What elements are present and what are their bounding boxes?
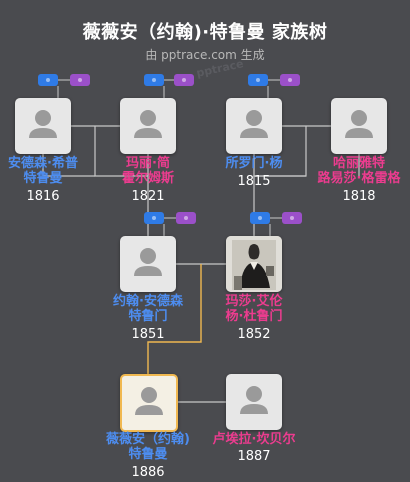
expand-mother-button[interactable] bbox=[176, 212, 196, 224]
page-title: 薇薇安（约翰)·特鲁曼 家族树 bbox=[82, 22, 328, 43]
person-name: 安德森·希普特鲁曼 bbox=[8, 156, 78, 186]
person-name: 所罗门·杨 bbox=[225, 156, 283, 171]
person-card-s1-selected[interactable] bbox=[120, 374, 178, 432]
child-link bbox=[253, 154, 306, 177]
person-card-g2[interactable] bbox=[120, 98, 176, 154]
person-name: 约翰·安德森特鲁门 bbox=[113, 294, 183, 324]
person-birth-year: 1815 bbox=[237, 174, 271, 189]
person-silhouette-icon bbox=[240, 386, 268, 414]
person-silhouette-icon bbox=[345, 110, 373, 138]
expand-father-button[interactable] bbox=[248, 74, 268, 86]
expand-mother-button[interactable] bbox=[282, 212, 302, 224]
person-name: 薇薇安（约翰)特鲁曼 bbox=[106, 432, 190, 462]
portrait-photo bbox=[226, 236, 282, 292]
expand-father-button[interactable] bbox=[144, 74, 164, 86]
child-link bbox=[94, 126, 149, 236]
person-card-g4[interactable] bbox=[331, 98, 387, 154]
person-name: 卢埃拉·坎贝尔 bbox=[212, 432, 296, 447]
expand-father-button[interactable] bbox=[38, 74, 58, 86]
page-subtitle: 由 pptrace.com 生成 bbox=[145, 48, 265, 62]
person-card-g1[interactable] bbox=[15, 98, 71, 154]
person-birth-year: 1851 bbox=[131, 327, 165, 342]
person-silhouette-icon bbox=[134, 248, 162, 276]
person-birth-year: 1887 bbox=[237, 449, 271, 464]
person-name: 玛莎·艾伦杨·杜鲁门 bbox=[225, 294, 283, 324]
person-birth-year: 1821 bbox=[131, 189, 165, 204]
person-birth-year: 1886 bbox=[131, 465, 165, 480]
person-birth-year: 1852 bbox=[237, 327, 271, 342]
person-silhouette-icon bbox=[135, 387, 163, 415]
person-silhouette-icon bbox=[134, 110, 162, 138]
expand-father-button[interactable] bbox=[250, 212, 270, 224]
person-card-p1[interactable] bbox=[120, 236, 176, 292]
child-link bbox=[42, 154, 95, 177]
child-link-highlight bbox=[147, 264, 202, 374]
person-card-s2[interactable] bbox=[226, 374, 282, 430]
person-name: 玛丽·简霍尔姆斯 bbox=[121, 156, 174, 186]
expand-mother-button[interactable] bbox=[70, 74, 90, 86]
expand-father-button[interactable] bbox=[144, 212, 164, 224]
person-birth-year: 1818 bbox=[342, 189, 376, 204]
person-card-g3[interactable] bbox=[226, 98, 282, 154]
person-silhouette-icon bbox=[29, 110, 57, 138]
expand-mother-button[interactable] bbox=[174, 74, 194, 86]
person-silhouette-icon bbox=[240, 110, 268, 138]
person-birth-year: 1816 bbox=[26, 189, 60, 204]
person-name: 哈丽雅特路易莎·格雷格 bbox=[317, 156, 401, 186]
expand-mother-button[interactable] bbox=[280, 74, 300, 86]
person-card-p2[interactable] bbox=[226, 236, 282, 292]
